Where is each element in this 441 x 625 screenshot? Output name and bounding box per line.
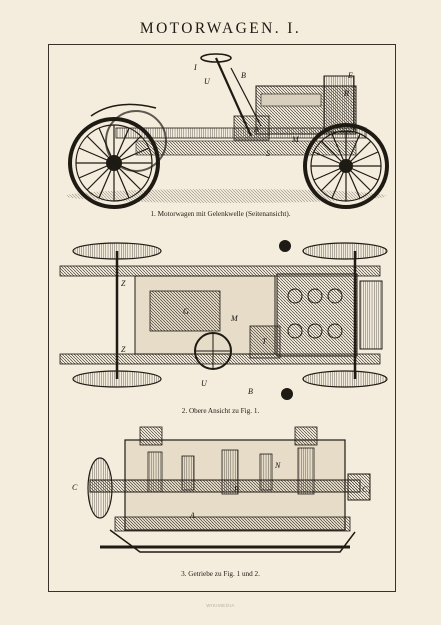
fig3-label-A: A <box>189 511 195 520</box>
figure-2-caption: 2. Obere Ansicht zu Fig. 1. <box>181 407 260 415</box>
fig3-label-N: N <box>274 461 281 470</box>
figure-1-caption: 1. Motorwagen mit Gelenkwelle (Seitenans… <box>150 210 291 218</box>
fig2-label-U: U <box>201 379 208 388</box>
fig3-label-B: B <box>234 485 239 494</box>
figure-3-caption: 3. Getriebe zu Fig. 1 und 2. <box>181 570 260 578</box>
fig2-label-B: B <box>248 387 253 396</box>
fig1-label-A: A <box>253 125 259 134</box>
fig2-label-G: G <box>183 307 189 316</box>
fig1-label-B: B <box>241 71 246 80</box>
plate-title: MOTORWAGEN. I. <box>139 20 302 37</box>
figure-2-top-view: Z Z G T U B M <box>59 240 388 400</box>
fig2-label-Z1: Z <box>121 279 126 288</box>
fig2-label-M: M <box>230 314 239 323</box>
fig1-label-M: M <box>291 135 300 144</box>
footer-watermark: WIKIMEDIA <box>206 603 235 608</box>
fig3-label-C: C <box>72 483 78 492</box>
fig1-label-S: S <box>266 149 270 158</box>
fig2-label-Z2: Z <box>121 345 126 354</box>
fig3-label-C1: C₁ <box>362 485 370 494</box>
top-right-wheel <box>302 242 388 260</box>
plate-frame <box>48 44 396 592</box>
fig1-label-I: I <box>193 63 197 72</box>
fig1-label-U: U <box>204 77 211 86</box>
fig1-label-R: R <box>343 89 349 98</box>
fig2-label-T: T <box>262 337 267 346</box>
figure-3-gearbox: C C₁ N B A <box>72 426 371 553</box>
figure-1-side-view: I U B E R A M S <box>66 53 389 209</box>
rear-wheel <box>68 117 160 209</box>
fig1-label-E: E <box>347 71 353 80</box>
bottom-right-wheel <box>302 370 388 388</box>
front-wheel <box>303 123 389 209</box>
